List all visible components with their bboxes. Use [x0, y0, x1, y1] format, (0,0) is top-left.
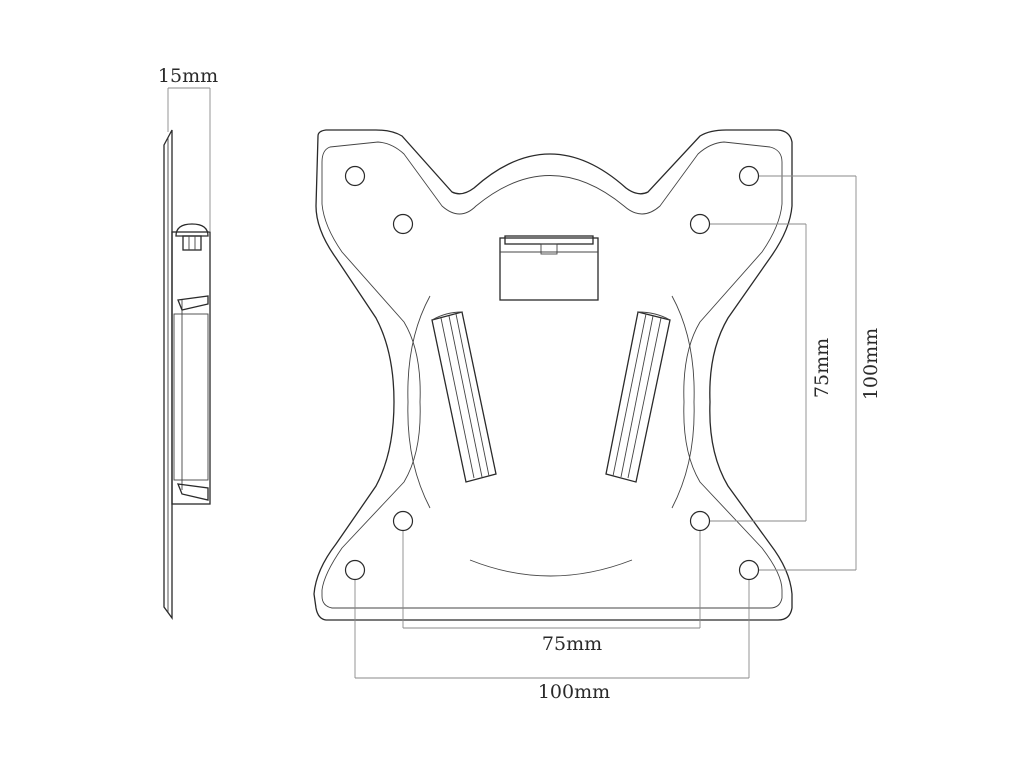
hole-outer-bottom-right — [738, 559, 760, 581]
hole-outer-top-right — [738, 165, 760, 187]
hole-inner-top-left — [392, 213, 414, 235]
depth-label: 15mm — [158, 65, 218, 87]
vertical-outer-label: 100mm — [860, 328, 882, 400]
horizontal-outer-label: 100mm — [538, 681, 610, 703]
hole-inner-top-right — [689, 213, 711, 235]
hole-inner-bottom-left — [392, 510, 414, 532]
right-slot — [605, 311, 671, 483]
side-bracket — [171, 231, 211, 505]
hole-inner-bottom-right — [689, 510, 711, 532]
plate-inner-outline — [321, 141, 783, 609]
hole-outer-top-left — [344, 165, 366, 187]
dimension-lines — [354, 175, 857, 679]
left-slot — [431, 311, 497, 483]
screw-head-icon — [175, 223, 209, 237]
front-plate — [313, 129, 793, 621]
plate-outline — [313, 129, 793, 621]
side-plate — [163, 129, 173, 620]
mounting-holes — [344, 165, 760, 581]
top-clip — [499, 235, 599, 301]
hole-outer-bottom-left — [344, 559, 366, 581]
vertical-inner-label: 75mm — [811, 338, 833, 398]
horizontal-inner-label: 75mm — [542, 633, 602, 655]
side-view: 15mm — [158, 65, 218, 620]
